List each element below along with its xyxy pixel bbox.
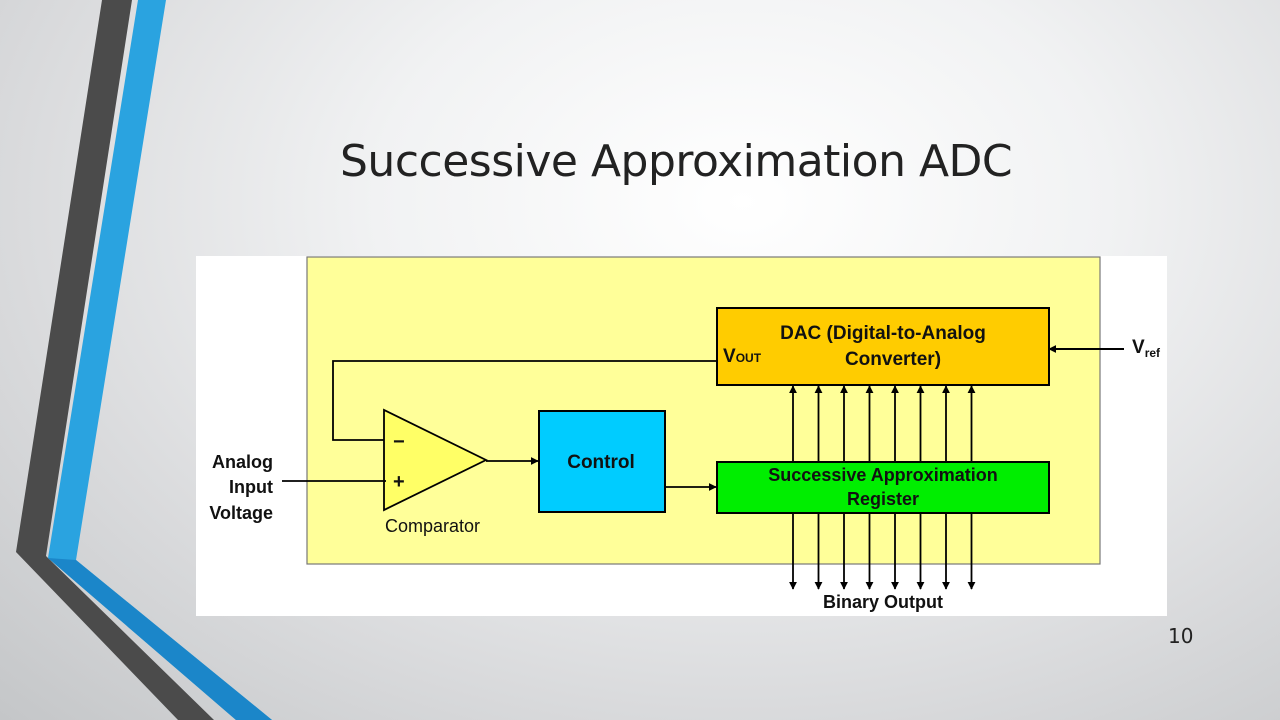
accent-blue-stripe xyxy=(48,0,272,720)
diagram-svg: DAC (Digital-to-Analog Converter) VOUT V… xyxy=(209,256,1161,612)
vout-main: V xyxy=(723,346,736,367)
input-label-line2: Input xyxy=(229,477,273,497)
sar-label-line1: Successive Approximation xyxy=(768,465,997,485)
vref-main: V xyxy=(1132,337,1145,358)
accent-dark-stripe xyxy=(16,0,214,720)
dac-block xyxy=(716,307,1050,386)
comparator-plus: + xyxy=(393,471,405,493)
slide-title: Successive Approximation ADC xyxy=(340,136,1013,187)
sar-block xyxy=(716,461,1050,514)
feedback-wire xyxy=(332,360,717,441)
vout-sub: OUT xyxy=(736,351,762,365)
control-label: Control xyxy=(567,452,635,473)
bit-arrows xyxy=(789,385,976,590)
comparator-triangle xyxy=(383,408,489,512)
vout-label: VOUT xyxy=(723,346,762,367)
input-label-line3: Voltage xyxy=(209,503,273,523)
input-label-line1: Analog xyxy=(212,452,273,472)
vref-sub: ref xyxy=(1145,346,1161,360)
control-block xyxy=(538,410,666,513)
dac-label-line1: DAC (Digital-to-Analog xyxy=(780,323,986,344)
comparator-label: Comparator xyxy=(385,516,480,536)
dac-label-line2: Converter) xyxy=(845,349,941,370)
sar-adc-diagram: DAC (Digital-to-Analog Converter) VOUT V… xyxy=(196,256,1167,616)
sar-label-line2: Register xyxy=(847,489,919,509)
binary-output-label: Binary Output xyxy=(823,592,943,612)
comparator-minus: − xyxy=(393,431,405,453)
accent-blue-lower xyxy=(48,558,272,720)
slide-number: 10 xyxy=(1168,624,1194,648)
vref-label: Vref xyxy=(1132,337,1161,360)
